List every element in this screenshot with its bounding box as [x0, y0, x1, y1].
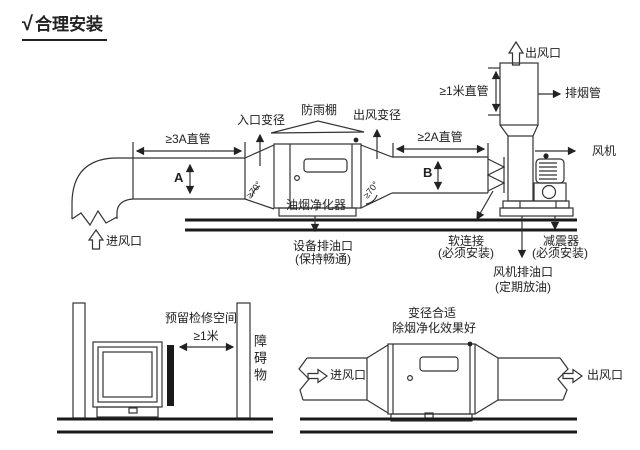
- purifier-display-panel: [303, 158, 348, 173]
- dim-2a-label: ≥2A直管: [417, 130, 463, 144]
- outlet-reducer-label: 出风变径: [352, 108, 402, 122]
- br-outlet-label: 出风口: [586, 368, 624, 382]
- reducer-note-line2: 除烟净化效果好: [391, 321, 477, 335]
- fan-volute-port: [541, 184, 557, 200]
- damper-note: (必须安装): [532, 246, 588, 260]
- fan-base-lower: [499, 207, 574, 217]
- reducer-note-line1: 变径合适: [407, 306, 457, 320]
- purifier-stand: [96, 406, 159, 418]
- purifier-display-panel: [419, 356, 459, 372]
- rain-shelter-label: 防雨棚: [300, 103, 338, 117]
- exhaust-pipe-label: 排烟管: [565, 86, 602, 100]
- dim-3a-label: ≥3A直管: [165, 132, 211, 146]
- soft-connection-leader: [476, 190, 494, 221]
- equip-drain-label: 设备排油口: [292, 239, 354, 253]
- rain-shelter-roof: [270, 120, 365, 134]
- fan-drain-label: 风机排油口: [492, 265, 554, 279]
- outlet-top-label: 出风口: [524, 46, 562, 60]
- outlet-flow-arrow: [507, 40, 525, 66]
- main-duct-system-drawing: [71, 40, 577, 259]
- purifier-knob: [407, 375, 414, 382]
- outlet-duct: [498, 357, 569, 401]
- drain-fitting: [128, 407, 138, 414]
- reducer-sizing-drawing: [298, 341, 584, 434]
- obstacle-label: 障碍物: [251, 334, 267, 385]
- page-title: √合理安装: [22, 10, 107, 41]
- checkmark-icon: √: [22, 13, 33, 35]
- sensor-dot: [467, 341, 473, 347]
- purifier-base: [278, 207, 357, 217]
- br-outlet-flow-arrow: [562, 368, 584, 384]
- service-clearance-drawing: [57, 302, 273, 434]
- br-inlet-label: 进风口: [329, 368, 367, 382]
- fan-casing: [507, 135, 534, 202]
- purifier-label: 油烟净化器: [285, 198, 347, 212]
- equip-drain-note: (保持畅通): [295, 252, 351, 266]
- dim-1m-label: ≥1米直管: [439, 84, 489, 98]
- purifier-box: [387, 343, 476, 415]
- fan-drain-note: (定期放油): [495, 280, 551, 294]
- inlet-flow-arrow: [87, 228, 105, 250]
- purifier-knob: [294, 175, 301, 182]
- inlet-duct-label: 进风口: [106, 234, 143, 248]
- inlet-elbow-duct: [71, 157, 245, 227]
- soft-connection-label: 软连接: [447, 234, 485, 248]
- damper-label: 减震器: [542, 234, 580, 248]
- dim-b-label: B: [423, 165, 433, 180]
- service-space-label: 预留检修空间: [164, 311, 238, 325]
- fan-label: 风机: [592, 144, 617, 158]
- motor-dot: [543, 153, 549, 159]
- dim-a-label: A: [174, 170, 184, 185]
- inlet-reducer-label: 入口变径: [236, 113, 286, 127]
- page-title-text: 合理安装: [34, 15, 103, 34]
- dim-1m-clearance-label: ≥1米: [193, 329, 219, 343]
- soft-connection-note: (必须安装): [438, 246, 494, 260]
- access-door: [167, 345, 174, 406]
- wall-post-right: [236, 302, 251, 419]
- fan-base-upper: [502, 200, 570, 209]
- wall-post-left: [72, 302, 86, 419]
- sensor-dot: [353, 137, 359, 143]
- flex-connection: [486, 158, 506, 192]
- br-inlet-flow-arrow: [307, 368, 329, 384]
- exhaust-chimney: [499, 62, 539, 126]
